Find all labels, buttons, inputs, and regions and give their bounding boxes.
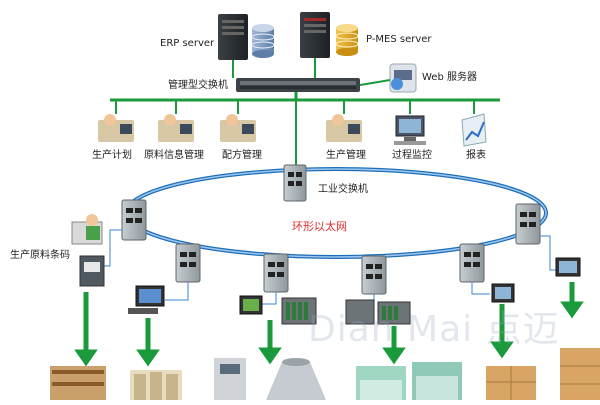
barcode-station-label: 生产原料条码 bbox=[10, 250, 70, 261]
factory-floor-photo-2 bbox=[412, 362, 462, 400]
industrial-switch-top bbox=[283, 164, 307, 202]
monitor-icon-process bbox=[394, 115, 426, 145]
office-label-material: 原料信息管理 bbox=[144, 150, 204, 161]
mes-server-icon bbox=[300, 12, 330, 58]
office-label-planning: 生产计划 bbox=[92, 150, 132, 161]
workstation-icon-production bbox=[326, 114, 362, 142]
plc-cabinet-icon-2 bbox=[345, 299, 411, 325]
mes-server-label: P-MES server bbox=[366, 34, 432, 45]
industrial-switch-right bbox=[515, 203, 541, 245]
workstation-icon-material bbox=[158, 114, 194, 142]
scale-machine-photo bbox=[214, 358, 246, 400]
boxes-photo-1 bbox=[486, 366, 536, 400]
factory-floor-photo-1 bbox=[356, 366, 406, 400]
web-server-label: Web 服务器 bbox=[422, 72, 477, 83]
managed-switch-label: 管理型交换机 bbox=[168, 80, 228, 91]
flow-arrows bbox=[74, 282, 584, 367]
pc-monitor-icon-2 bbox=[491, 283, 515, 303]
erp-server-label: ERP server bbox=[160, 38, 215, 49]
touch-panel-icon bbox=[239, 295, 263, 315]
barcode-printer-icon bbox=[79, 255, 105, 287]
warehouse-photo bbox=[50, 366, 106, 400]
drums-photo bbox=[130, 370, 182, 400]
industrial-switch-label: 工业交换机 bbox=[318, 184, 368, 195]
erp-database-icon bbox=[251, 24, 275, 58]
office-label-monitoring: 过程监控 bbox=[392, 150, 432, 161]
industrial-switch-bottom-3 bbox=[361, 255, 387, 295]
industrial-switch-bottom-2 bbox=[263, 253, 289, 293]
pc-monitor-icon-1 bbox=[128, 285, 165, 314]
mixer-machine-photo bbox=[266, 358, 326, 400]
web-server-icon bbox=[389, 63, 417, 93]
industrial-switch-bottom-4 bbox=[459, 243, 485, 283]
workstation-icon-planning bbox=[98, 114, 134, 142]
office-label-report: 报表 bbox=[466, 150, 486, 161]
report-chart-icon bbox=[461, 113, 487, 147]
industrial-switch-bottom-1 bbox=[175, 243, 201, 283]
erp-server-icon bbox=[218, 14, 248, 60]
managed-switch-icon bbox=[236, 78, 360, 92]
mes-database-icon bbox=[335, 24, 359, 56]
office-label-recipe: 配方管理 bbox=[222, 150, 262, 161]
barcode-workstation-icon bbox=[71, 214, 103, 245]
office-label-production: 生产管理 bbox=[326, 150, 366, 161]
plc-cabinet-icon-1 bbox=[281, 297, 317, 325]
watermark: Dian Mai 点迈 bbox=[308, 309, 560, 350]
industrial-switch-left bbox=[121, 199, 147, 241]
workstation-icon-recipe bbox=[220, 114, 256, 142]
ring-network-label: 环形以太网 bbox=[292, 220, 347, 233]
pc-monitor-icon-3 bbox=[555, 257, 581, 277]
boxes-photo-2 bbox=[560, 348, 600, 400]
